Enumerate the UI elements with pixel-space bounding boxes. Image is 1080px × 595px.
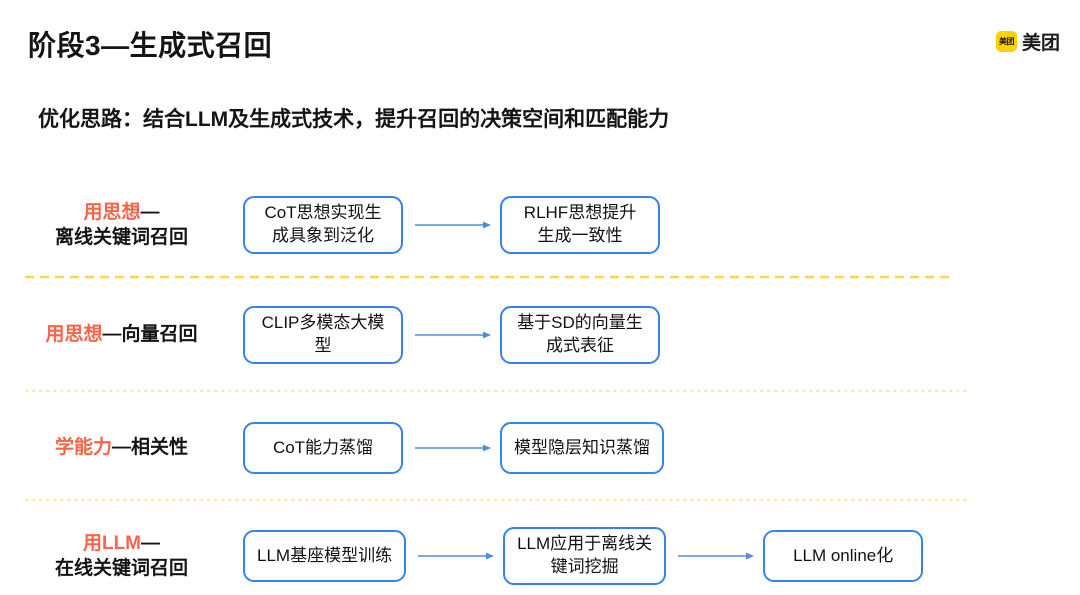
row-label: 用思想—向量召回 bbox=[0, 322, 243, 347]
meituan-app-icon: 美团 bbox=[996, 31, 1017, 52]
flow-box: CoT思想实现生 成具象到泛化 bbox=[243, 196, 403, 254]
flow-box-text: LLM online化 bbox=[793, 545, 894, 565]
flow-box: LLM应用于离线关 键词挖掘 bbox=[503, 527, 667, 585]
row-label-line2: 在线关键词召回 bbox=[54, 558, 188, 579]
slide-subtitle: 优化思路：结合LLM及生成式技术，提升召回的决策空间和匹配能力 bbox=[38, 108, 670, 131]
meituan-brand-text: 美团 bbox=[1022, 33, 1061, 54]
row-label-line1: 学能力—相关性 bbox=[0, 435, 243, 460]
flow-box-text: CLIP多模态大模 型 bbox=[261, 313, 385, 355]
flow-box: LLM online化 bbox=[763, 530, 924, 582]
flow-box: RLHF思想提升 生成一致性 bbox=[500, 196, 660, 254]
page-title: 阶段3—生成式召回 bbox=[28, 30, 273, 61]
flow-box: 基于SD的向量生 成式表征 bbox=[500, 306, 660, 364]
row-label-accent: 学能力 bbox=[54, 437, 112, 459]
row-label-line2: 离线关键词召回 bbox=[54, 227, 188, 248]
row-label-accent: 用思想 bbox=[45, 324, 103, 346]
row-label-rest: — bbox=[141, 532, 161, 554]
dashed-divider bbox=[25, 275, 955, 279]
right-arrow-icon bbox=[415, 331, 491, 339]
meituan-logo: 美团 美团 bbox=[996, 28, 1060, 55]
row-label-line1: 用思想—向量召回 bbox=[0, 322, 243, 347]
row-label: 用思想— 离线关键词召回 bbox=[0, 200, 243, 250]
flow-box: LLM基座模型训练 bbox=[243, 530, 407, 582]
dotted-divider bbox=[25, 389, 967, 393]
row-label-line1: 用思想— bbox=[0, 200, 243, 225]
flow-row-online-keyword-recall: 用LLM— 在线关键词召回 LLM基座模型训练 LLM应用于离线关 键词挖掘 L… bbox=[0, 517, 1080, 595]
row-label: 学能力—相关性 bbox=[0, 435, 243, 460]
dotted-divider bbox=[25, 498, 967, 502]
row-label-line1: 用LLM— bbox=[0, 531, 243, 556]
right-arrow-icon bbox=[415, 221, 491, 229]
flow-box: CoT能力蒸馏 bbox=[243, 422, 403, 474]
flow-box-text: 基于SD的向量生 成式表征 bbox=[517, 313, 643, 355]
flow-box-text: RLHF思想提升 生成一致性 bbox=[523, 203, 637, 245]
flow-box-text: LLM应用于离线关 键词挖掘 bbox=[517, 534, 653, 576]
flow-row-offline-keyword-recall: 用思想— 离线关键词召回 CoT思想实现生 成具象到泛化 RLHF思想提升 生成… bbox=[0, 186, 1080, 264]
flow-row-relevance: 学能力—相关性 CoT能力蒸馏 模型隐层知识蒸馏 bbox=[0, 409, 1080, 487]
flow-box-text: CoT能力蒸馏 bbox=[272, 437, 374, 457]
flow-box: CLIP多模态大模 型 bbox=[243, 306, 403, 364]
row-label-accent: 用LLM bbox=[82, 532, 142, 554]
right-arrow-icon bbox=[678, 552, 755, 560]
right-arrow-icon bbox=[415, 444, 491, 452]
flow-box: 模型隐层知识蒸馏 bbox=[500, 422, 664, 474]
row-label: 用LLM— 在线关键词召回 bbox=[0, 531, 243, 581]
flow-box-text: CoT思想实现生 成具象到泛化 bbox=[264, 203, 382, 245]
flow-row-vector-recall: 用思想—向量召回 CLIP多模态大模 型 基于SD的向量生 成式表征 bbox=[0, 296, 1080, 374]
row-label-rest: — bbox=[140, 201, 160, 223]
flow-box-text: LLM基座模型训练 bbox=[257, 545, 393, 565]
row-label-accent: 用思想 bbox=[83, 201, 141, 223]
row-label-rest: —相关性 bbox=[112, 437, 189, 459]
row-label-rest: —向量召回 bbox=[102, 324, 198, 346]
flow-box-text: 模型隐层知识蒸馏 bbox=[514, 437, 650, 457]
right-arrow-icon bbox=[418, 552, 495, 560]
